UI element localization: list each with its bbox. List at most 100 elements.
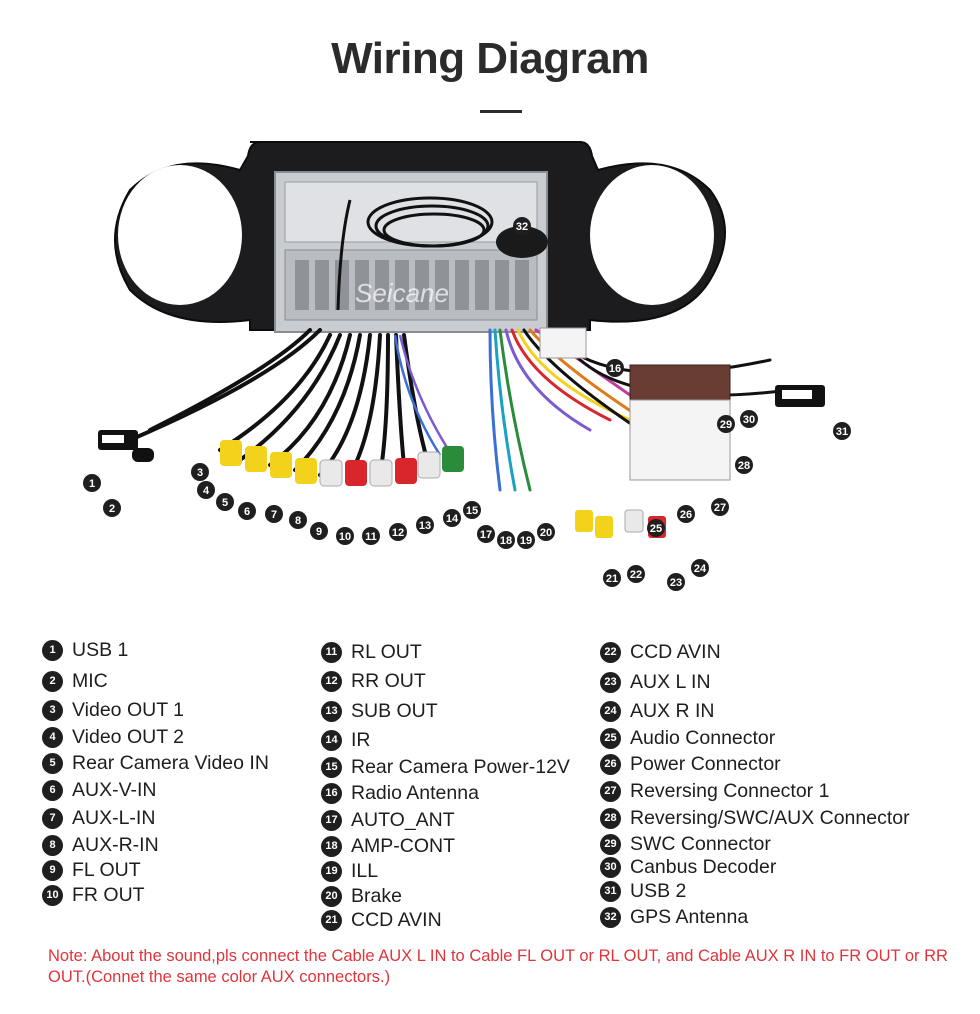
svg-text:5: 5 — [222, 497, 228, 509]
number-badge: 4 — [42, 726, 63, 748]
svg-text:29: 29 — [720, 419, 732, 431]
legend-item: 32 GPS Antenna — [600, 905, 748, 929]
legend-label: AUX-V-IN — [72, 779, 157, 801]
callout-32: 32 — [513, 217, 531, 235]
legend-item: 5 Rear Camera Video IN — [42, 751, 269, 775]
number-badge: 32 — [600, 906, 621, 928]
number-badge: 3 — [42, 699, 63, 721]
legend-label: SWC Connector — [630, 833, 771, 855]
svg-text:10: 10 — [339, 531, 351, 543]
svg-text:17: 17 — [480, 529, 492, 541]
legend-label: AUX R IN — [630, 700, 715, 722]
number-badge: 12 — [321, 670, 342, 692]
number-badge: 6 — [42, 779, 63, 801]
legend-label: Audio Connector — [630, 727, 776, 749]
legend-label: USB 2 — [630, 880, 687, 902]
legend-item: 4 Video OUT 2 — [42, 725, 184, 749]
svg-text:8: 8 — [295, 515, 301, 527]
callout-24: 24 — [691, 559, 709, 577]
callout-7: 7 — [265, 505, 283, 523]
callout-4: 4 — [197, 481, 215, 499]
legend-label: GPS Antenna — [630, 906, 749, 928]
legend-label: ILL — [351, 860, 379, 882]
number-badge: 28 — [600, 807, 621, 829]
legend-label: FR OUT — [72, 884, 145, 906]
number-badge: 1 — [42, 639, 63, 661]
brand-watermark: Seicane — [355, 278, 449, 308]
callout-22: 22 — [627, 565, 645, 583]
callout-9: 9 — [310, 522, 328, 540]
number-badge: 2 — [42, 670, 63, 692]
callout-28: 28 — [735, 456, 753, 474]
svg-text:24: 24 — [694, 563, 707, 575]
svg-text:22: 22 — [630, 569, 642, 581]
svg-text:20: 20 — [540, 527, 552, 539]
legend-label: AMP-CONT — [351, 835, 455, 857]
legend-label: RL OUT — [351, 641, 422, 663]
svg-text:32: 32 — [516, 221, 528, 233]
legend-label: FL OUT — [72, 859, 141, 881]
number-badge: 7 — [42, 807, 63, 829]
svg-text:16: 16 — [609, 363, 621, 375]
callout-12: 12 — [389, 523, 407, 541]
callout-10: 10 — [336, 527, 354, 545]
wiring-diagram-illustration: Seicane — [70, 130, 930, 610]
number-badge: 10 — [42, 884, 63, 906]
legend-item: 6 AUX-V-IN — [42, 778, 157, 802]
mic-connector — [132, 448, 154, 462]
number-badge: 23 — [600, 671, 621, 693]
svg-text:23: 23 — [670, 577, 682, 589]
legend-label: RR OUT — [351, 670, 426, 692]
legend-item: 12 RR OUT — [321, 669, 426, 693]
title-divider — [480, 110, 522, 113]
callout-badges: 1 2 3 4 5 6 7 8 9 10 11 12 13 14 15 16 1… — [83, 217, 851, 591]
callout-18: 18 — [497, 531, 515, 549]
legend-label: MIC — [72, 670, 108, 692]
legend-label: Video OUT 2 — [72, 726, 185, 748]
rca-plugs — [220, 440, 464, 487]
legend-label: Rear Camera Video IN — [72, 752, 269, 774]
number-badge: 21 — [321, 909, 342, 931]
svg-text:13: 13 — [419, 520, 431, 532]
callout-17: 17 — [477, 525, 495, 543]
legend-label: Radio Antenna — [351, 782, 479, 804]
number-badge: 24 — [600, 700, 621, 722]
svg-text:26: 26 — [680, 509, 692, 521]
legend-label: Reversing Connector 1 — [630, 780, 830, 802]
callout-26: 26 — [677, 505, 695, 523]
svg-text:12: 12 — [392, 527, 404, 539]
callout-5: 5 — [216, 493, 234, 511]
number-badge: 22 — [600, 641, 621, 663]
number-badge: 5 — [42, 752, 63, 774]
svg-text:2: 2 — [109, 503, 115, 515]
callout-14: 14 — [443, 509, 461, 527]
callout-15: 15 — [463, 501, 481, 519]
legend-label: Canbus Decoder — [630, 856, 777, 878]
legend-label: AUX L IN — [630, 671, 711, 693]
legend-label: Power Connector — [630, 753, 781, 775]
number-badge: 14 — [321, 729, 342, 751]
callout-21: 21 — [603, 569, 621, 587]
svg-text:30: 30 — [743, 414, 755, 426]
callout-1: 1 — [83, 474, 101, 492]
svg-text:31: 31 — [836, 426, 848, 438]
legend-label: Rear Camera Power-12V — [351, 756, 570, 778]
radio-harness-drawing: Seicane — [83, 141, 851, 591]
number-badge: 15 — [321, 756, 342, 778]
callout-29: 29 — [717, 415, 735, 433]
svg-text:25: 25 — [650, 523, 662, 535]
svg-text:21: 21 — [606, 573, 618, 585]
number-badge: 11 — [321, 641, 342, 663]
svg-text:19: 19 — [520, 535, 532, 547]
legend-label: Brake — [351, 885, 402, 907]
legend-label: Reversing/SWC/AUX Connector — [630, 807, 910, 829]
